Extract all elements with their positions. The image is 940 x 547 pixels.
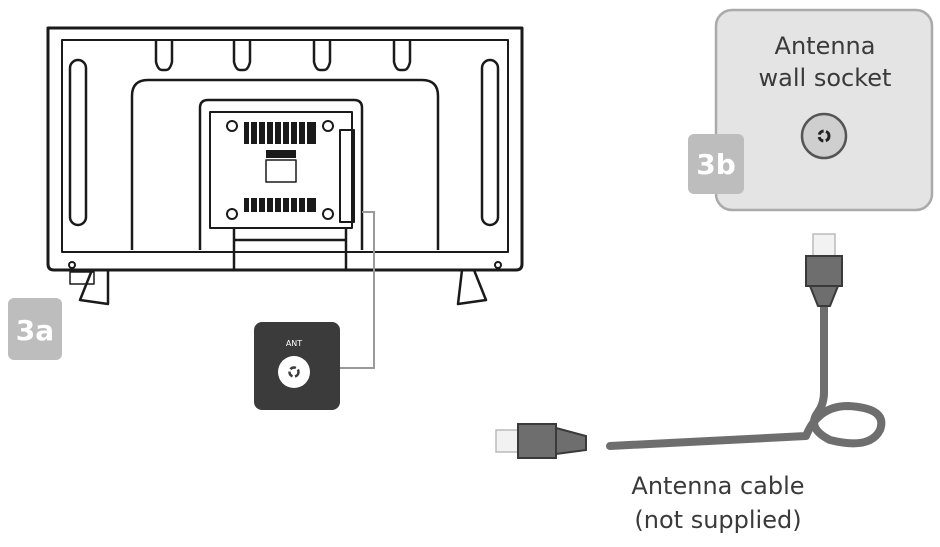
antenna-cable [495,233,886,459]
ant-port-socket-ring-icon [288,366,300,378]
ant-port-panel: ANT [254,322,340,410]
cable-plug-top [805,233,843,307]
tv-rating-label [265,159,297,183]
ant-port-label: ANT [286,339,302,348]
step-3b-badge: 3b [688,134,744,194]
ant-port-socket [278,356,310,388]
step-3b-label: 3b [696,148,736,181]
tv-side-connectors [339,129,355,223]
tv-outer-body [46,26,524,272]
wall-socket-title-line2: wall socket [759,64,892,92]
step-3a-label: 3a [16,314,54,347]
wall-socket-ring-icon [817,129,831,143]
tv-stand-base [232,228,348,270]
callout-leader-line [340,211,375,369]
tv-top-mounts [154,40,412,72]
tv-left-foot [78,269,110,306]
tv-rear-housing [130,78,440,250]
cable-caption-line2: (not supplied) [634,506,801,534]
tv-connector-block [198,98,364,250]
tv-back-illustration [46,26,524,306]
step-3a-badge: 3a [8,298,62,360]
tv-right-slot [480,58,500,227]
tv-left-slot [68,58,88,227]
tv-screws [68,120,502,269]
wall-socket-title-line1: Antenna [775,32,876,60]
tv-right-foot [456,269,488,306]
antenna-wall-socket-panel: Antenna wall socket [714,8,934,212]
cable-caption-line1: Antenna cable [631,472,804,500]
wall-socket-outlet [800,112,848,160]
tv-inner-frame [61,39,509,253]
cable-plug-left [495,423,587,459]
cable-line [606,296,886,450]
